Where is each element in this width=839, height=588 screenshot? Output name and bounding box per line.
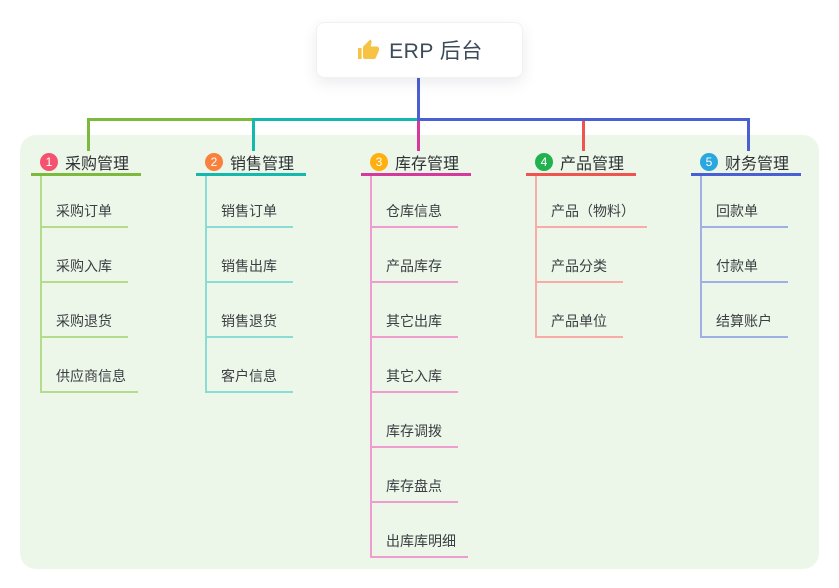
branch-label: 库存管理 xyxy=(395,155,460,173)
child-node[interactable]: 库存调拨 xyxy=(370,422,458,448)
branch-header[interactable]: 2 销售管理 xyxy=(196,150,306,173)
branch-badge: 1 xyxy=(40,152,58,171)
child-node[interactable]: 销售订单 xyxy=(205,202,293,228)
children-rail xyxy=(700,176,702,338)
branch-underline xyxy=(196,173,306,176)
thumbs-up-icon xyxy=(356,38,380,62)
child-node[interactable]: 库存盘点 xyxy=(370,477,458,503)
branch-header[interactable]: 4 产品管理 xyxy=(526,150,636,173)
connector-drop xyxy=(252,118,255,151)
child-node[interactable]: 供应商信息 xyxy=(40,367,138,393)
child-node[interactable]: 出库库明细 xyxy=(370,532,468,558)
child-node[interactable]: 采购退货 xyxy=(40,312,128,338)
connector-drop xyxy=(747,118,750,151)
child-node[interactable]: 产品单位 xyxy=(535,312,623,338)
connector-bus-segment xyxy=(87,118,255,121)
branch-badge: 4 xyxy=(535,152,553,171)
child-node[interactable]: 产品分类 xyxy=(535,257,623,283)
branch-underline xyxy=(361,173,471,176)
root-node[interactable]: ERP 后台 xyxy=(316,22,523,78)
connector-bus-segment xyxy=(417,118,750,121)
child-node[interactable]: 其它出库 xyxy=(370,312,458,338)
child-node[interactable]: 结算账户 xyxy=(700,312,788,338)
branch-underline xyxy=(691,173,801,176)
child-node[interactable]: 付款单 xyxy=(700,257,788,283)
branch-badge: 5 xyxy=(700,152,718,171)
branch-header[interactable]: 1 采购管理 xyxy=(31,150,141,173)
child-node[interactable]: 销售退货 xyxy=(205,312,293,338)
children-rail xyxy=(370,176,372,558)
child-node[interactable]: 仓库信息 xyxy=(370,202,458,228)
branch-label: 产品管理 xyxy=(560,155,625,173)
root-connector xyxy=(417,78,420,121)
children-rail xyxy=(40,176,42,393)
branch-underline xyxy=(526,173,636,176)
connector-drop xyxy=(417,121,420,151)
branch-label: 财务管理 xyxy=(725,155,790,173)
branch-header[interactable]: 5 财务管理 xyxy=(691,150,801,173)
child-node[interactable]: 客户信息 xyxy=(205,367,293,393)
branch-header[interactable]: 3 库存管理 xyxy=(361,150,471,173)
root-node-label: ERP 后台 xyxy=(389,40,483,63)
connector-drop xyxy=(87,118,90,151)
connector-bus-segment xyxy=(252,118,420,121)
children-rail xyxy=(535,176,537,338)
child-node[interactable]: 产品（物料） xyxy=(535,202,647,228)
branch-badge: 3 xyxy=(370,152,388,171)
branch-underline xyxy=(31,173,141,176)
connector-drop xyxy=(582,121,585,151)
child-node[interactable]: 回款单 xyxy=(700,202,788,228)
child-node[interactable]: 采购订单 xyxy=(40,202,128,228)
child-node[interactable]: 其它入库 xyxy=(370,367,458,393)
branch-label: 销售管理 xyxy=(230,155,295,173)
mindmap-panel xyxy=(20,135,819,569)
child-node[interactable]: 销售出库 xyxy=(205,257,293,283)
children-rail xyxy=(205,176,207,393)
branch-label: 采购管理 xyxy=(65,155,130,173)
child-node[interactable]: 产品库存 xyxy=(370,257,458,283)
child-node[interactable]: 采购入库 xyxy=(40,257,128,283)
branch-badge: 2 xyxy=(205,152,223,171)
